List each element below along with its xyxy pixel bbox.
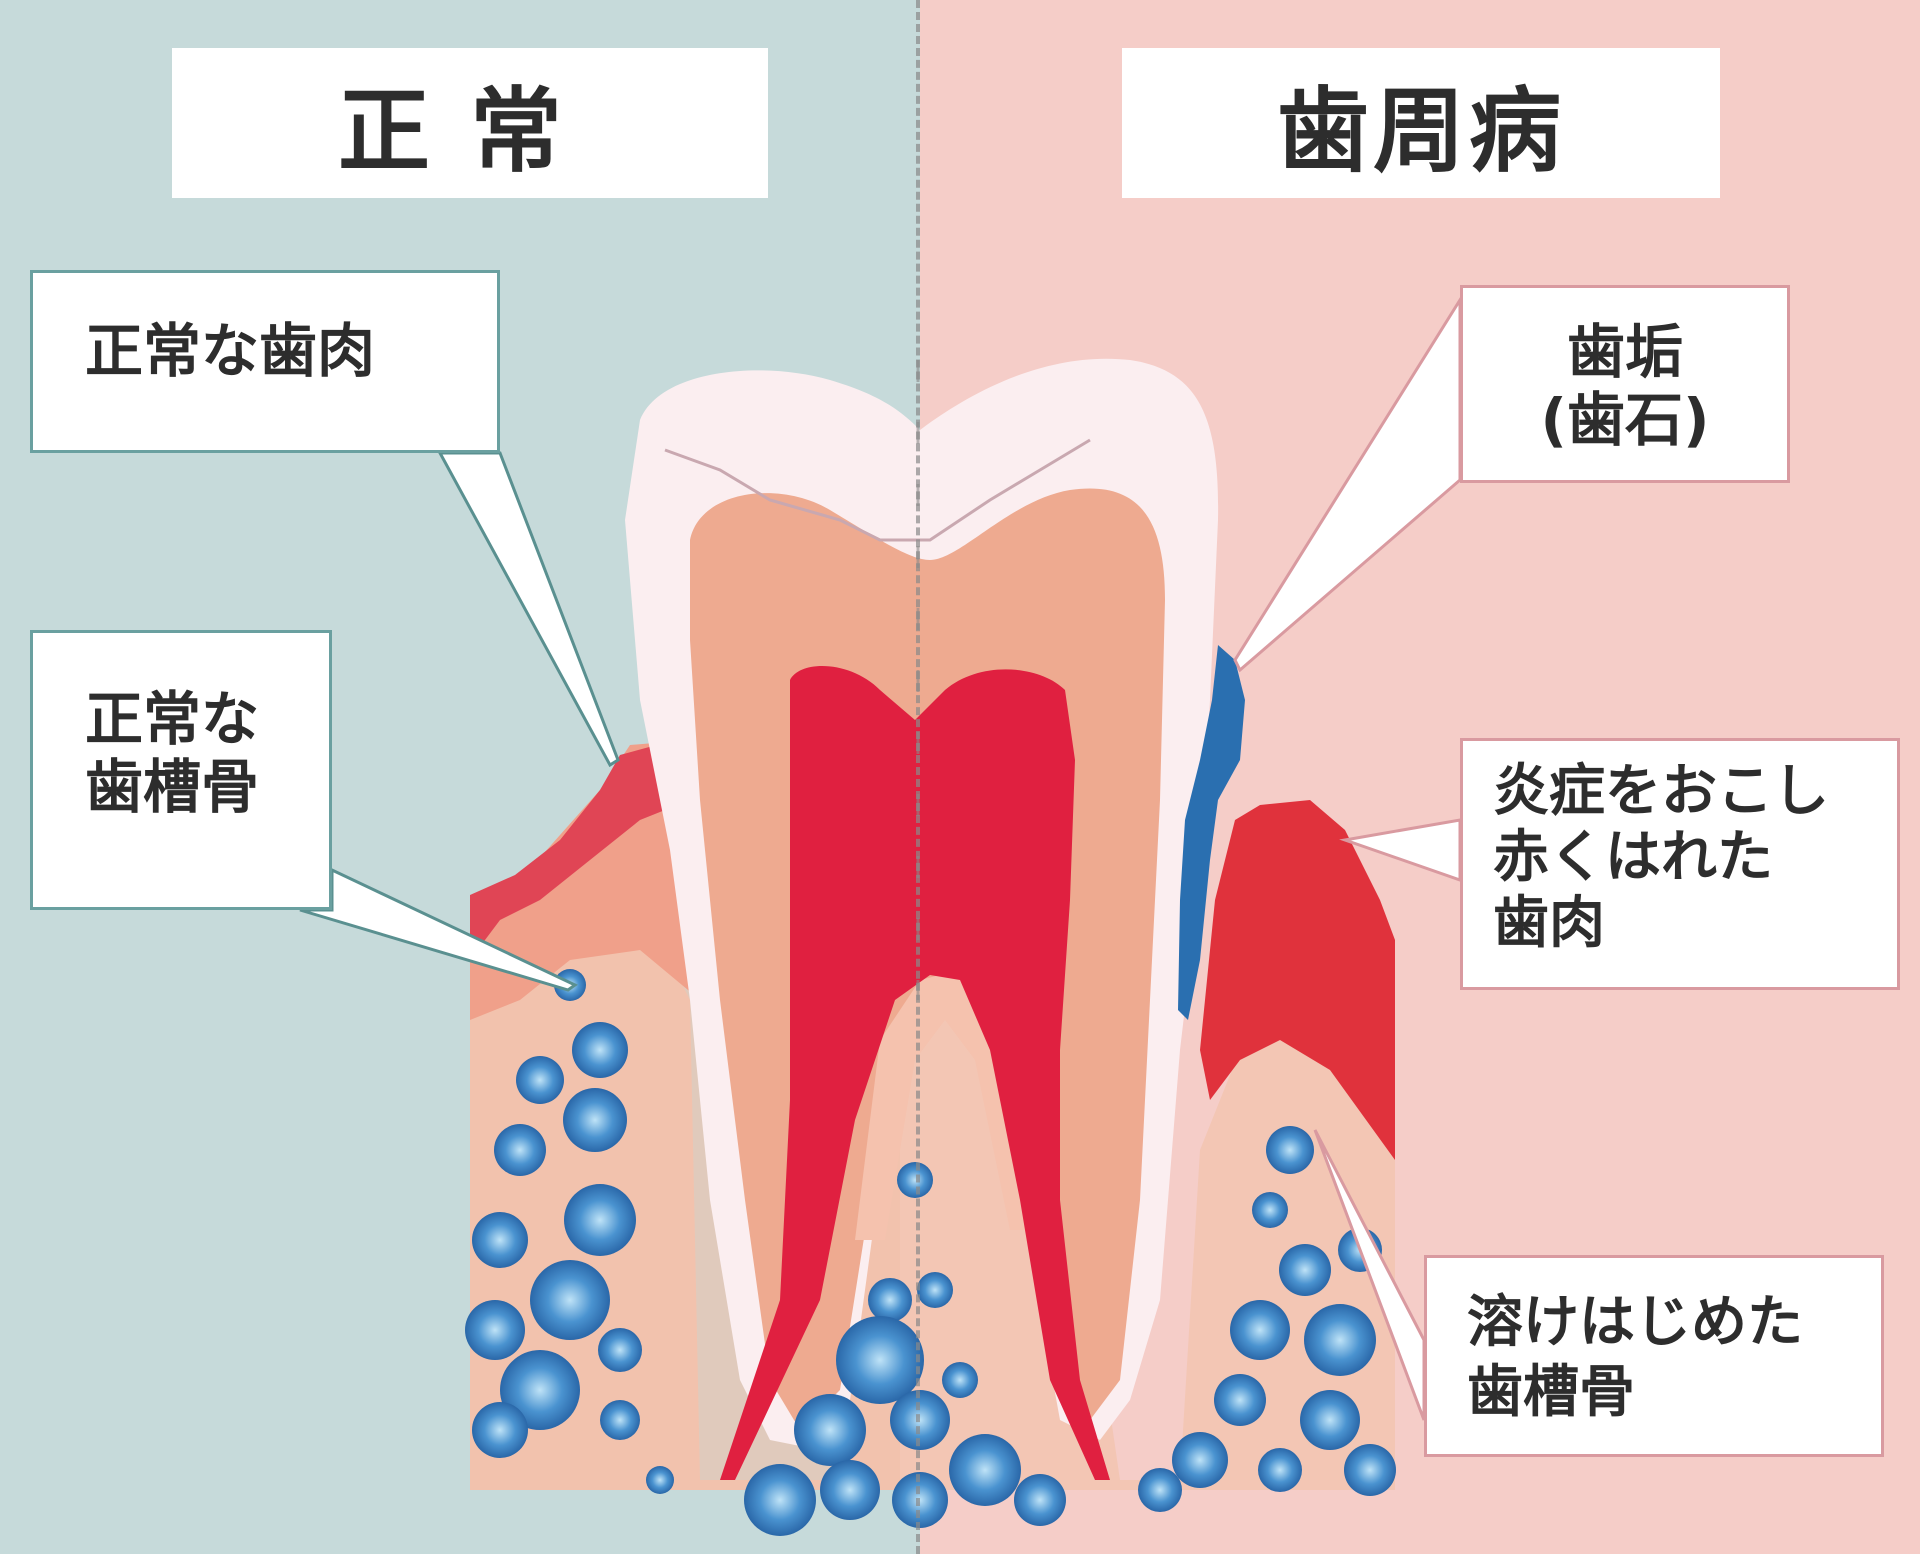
callout-pointers-left <box>299 451 620 992</box>
label-inflamed-gum: 炎症をおこし 赤くはれた 歯肉 <box>1460 738 1900 990</box>
label-normal-alveolar-bone: 正常な 歯槽骨 <box>30 630 332 910</box>
label-normal-gum: 正常な歯肉 <box>30 270 500 453</box>
healthy-gum <box>470 740 700 1020</box>
tartar-deposit <box>1178 645 1245 1020</box>
header-normal: 正常 <box>172 48 768 198</box>
header-periodontal-disease: 歯周病 <box>1122 48 1720 198</box>
bone-cells <box>465 969 1396 1536</box>
label-plaque-tartar: 歯垢 (歯石) <box>1460 285 1790 483</box>
label-dissolving-alveolar-bone: 溶けはじめた 歯槽骨 <box>1424 1255 1884 1457</box>
tooth <box>625 358 1219 1480</box>
inflamed-gum <box>1200 800 1395 1160</box>
divider-line <box>916 0 920 1554</box>
